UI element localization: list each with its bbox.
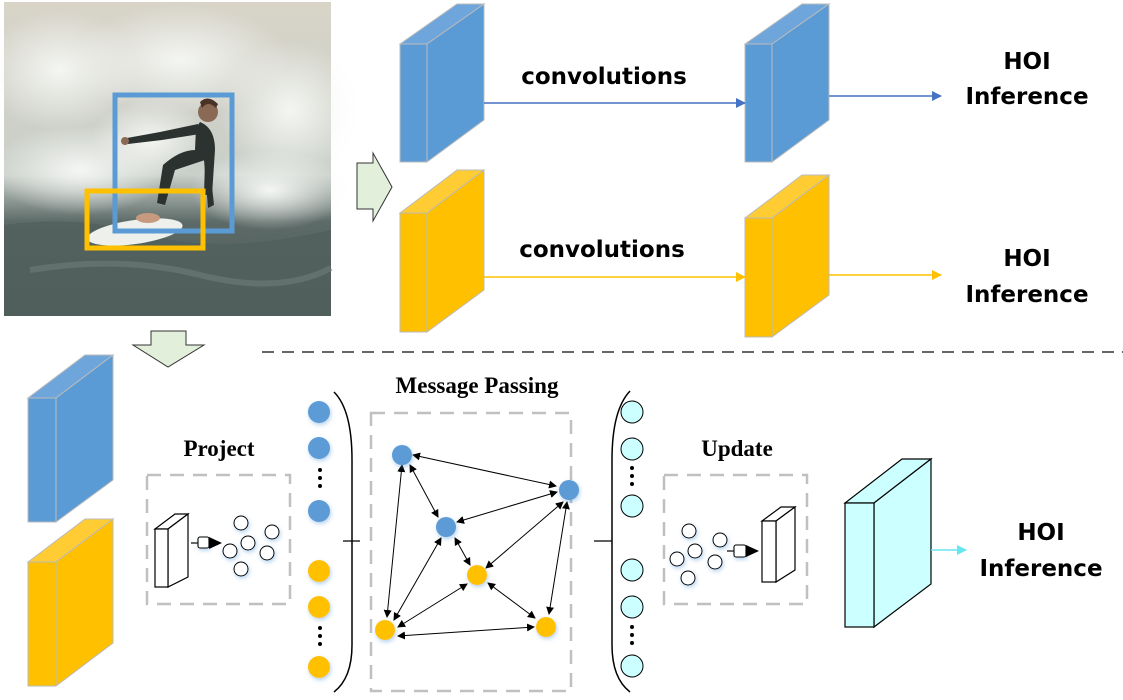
updated-node [620, 494, 644, 518]
graph-object-node [467, 565, 487, 585]
updated-node [620, 595, 644, 619]
human-node [308, 437, 330, 459]
input-photo [0, 2, 360, 316]
human-hoi-label-line2: Inference [965, 84, 1088, 110]
updated-node-column [594, 390, 644, 693]
update-module-contents [669, 505, 797, 586]
graph-edge [546, 501, 570, 615]
graph-edge [393, 537, 442, 621]
updated-feature-map [843, 457, 933, 629]
graph-human-node [392, 445, 412, 465]
projected-node-column [308, 391, 360, 693]
object-bounding-box [84, 188, 206, 251]
graph-object-node [536, 617, 556, 637]
down-block-arrow-icon [131, 330, 206, 368]
human-node [308, 401, 330, 423]
right-block-arrow-icon [356, 151, 393, 223]
message-passing-box [369, 411, 573, 693]
updated-node [620, 400, 644, 424]
project-module-contents [153, 512, 280, 588]
updated-node [620, 437, 644, 461]
bottom-object-feature-map [26, 517, 115, 688]
object-hoi-label-line2: Inference [965, 282, 1088, 308]
updated-node [620, 654, 644, 678]
object-conv-label: convolutions [519, 237, 685, 263]
human-node [308, 500, 330, 522]
bottom-human-feature-map [26, 353, 115, 523]
human-feature-map-output [743, 3, 831, 163]
object-feature-map-input [398, 168, 486, 333]
final-hoi-label-line1: HOI [1017, 520, 1064, 546]
graph-edge [383, 464, 406, 618]
project-label: Project [183, 436, 254, 461]
update-module-box [662, 473, 809, 606]
graph-human-node [436, 517, 456, 537]
message-passing-graph [383, 452, 570, 640]
final-hoi-label-line2: Inference [979, 556, 1102, 582]
graph-edge [397, 623, 535, 640]
object-node [308, 560, 330, 582]
object-hoi-label-line1: HOI [1003, 246, 1050, 272]
graph-edge [456, 490, 558, 524]
graph-object-node [375, 620, 395, 640]
updated-node [620, 558, 644, 582]
update-op-icon [733, 544, 747, 558]
graph-edge [397, 583, 468, 628]
update-label: Update [701, 436, 773, 461]
graph-edge [485, 501, 564, 569]
message-passing-label: Message Passing [396, 373, 559, 398]
human-bounding-box [112, 92, 235, 234]
project-module-box [145, 473, 292, 606]
object-node [308, 596, 330, 618]
human-conv-label: convolutions [521, 64, 687, 90]
human-feature-map-input [398, 3, 486, 163]
graph-edge [412, 452, 557, 489]
object-feature-map-output [743, 173, 831, 338]
human-hoi-label-line1: HOI [1003, 49, 1050, 75]
object-node [308, 656, 330, 678]
surfer [121, 98, 218, 223]
graph-edge [454, 537, 471, 566]
graph-human-node [559, 480, 579, 500]
graph-edge [487, 582, 536, 619]
graph-edge [409, 464, 439, 518]
projection-op-icon [197, 536, 210, 549]
